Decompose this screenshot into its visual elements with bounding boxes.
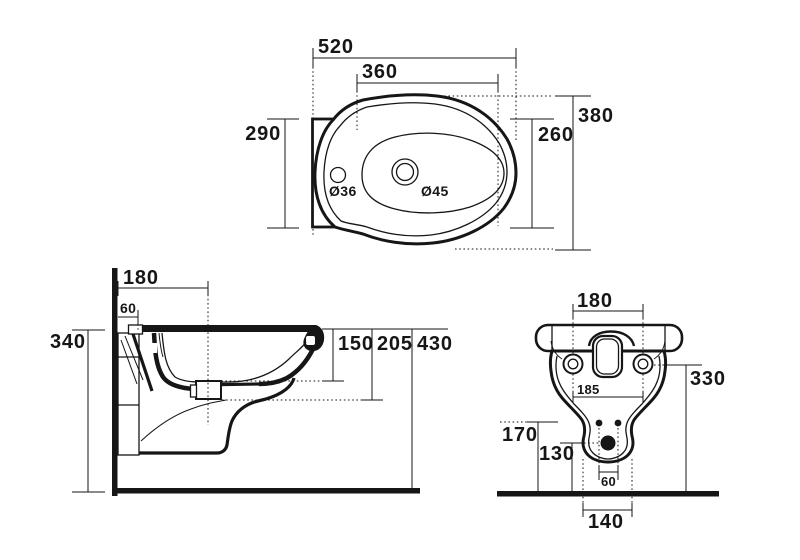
dim-label-330: 330 [690,368,726,390]
faucet-deck-slot [591,334,624,379]
dim-label-side-60: 60 [120,300,136,316]
top-view: 520 360 290 380 260 Ø36 Ø45 [245,36,614,251]
dim-label-170: 170 [502,424,538,446]
dim-label-front-60: 60 [601,474,616,489]
faucet-deck-slot-inner [595,338,620,375]
basin-interior-line [161,332,307,383]
overflow-slot [152,343,157,353]
bowl-front-wall [258,347,316,387]
outlet-hole [600,435,616,451]
front-dome [587,330,636,347]
dim-label-dia45: Ø45 [421,183,449,199]
front-body [548,349,668,464]
dim-label-side-180: 180 [123,267,159,289]
floor-line-side [112,488,420,494]
drain-hole-inner [395,162,415,182]
fixing-hole-left [562,353,584,375]
bowl-back-wall [131,333,154,392]
shell-inner-line [140,399,227,442]
rim-top-section [142,325,316,332]
dim-label-520: 520 [318,36,354,58]
dim-label-340: 340 [50,331,86,353]
dim-label-430: 430 [417,333,453,355]
dim-label-140: 140 [588,511,624,533]
front-body-inner-line [555,355,661,460]
rim-nose-notch [306,336,315,345]
dim-label-dia36: Ø36 [329,183,357,199]
top-view-basin [361,132,505,214]
rim-body-wedge-left [550,340,563,360]
dim-label-185: 185 [577,382,600,397]
dim-label-130: 130 [539,443,575,465]
fixing-hole-right [632,353,654,375]
mounting-panel [117,332,140,456]
front-view: 180 185 330 170 130 60 140 [497,290,726,533]
dim-label-360: 360 [362,61,398,83]
outer-shell-curve [216,377,296,455]
side-view: 180 60 340 150 205 430 [50,267,453,496]
dim-label-380: 380 [578,105,614,127]
rim-tab [127,324,144,335]
wall-section [112,268,118,496]
inlet-hole-left [595,419,603,427]
dim-label-front-180: 180 [577,290,613,312]
drain-fitting-step [189,384,198,398]
dim-label-290: 290 [245,123,281,145]
dim-label-205: 205 [377,333,413,355]
inlet-hole-right [614,419,622,427]
floor-line-front [497,491,719,497]
drain-hole-outer [391,158,419,186]
faucet-hole [329,166,347,184]
dim-label-150: 150 [338,333,374,355]
rim-body-wedge-right [653,340,666,360]
top-view-rim-inner-line [323,102,508,237]
top-view-bowl-outline [313,93,518,246]
dim-label-260: 260 [538,124,574,146]
